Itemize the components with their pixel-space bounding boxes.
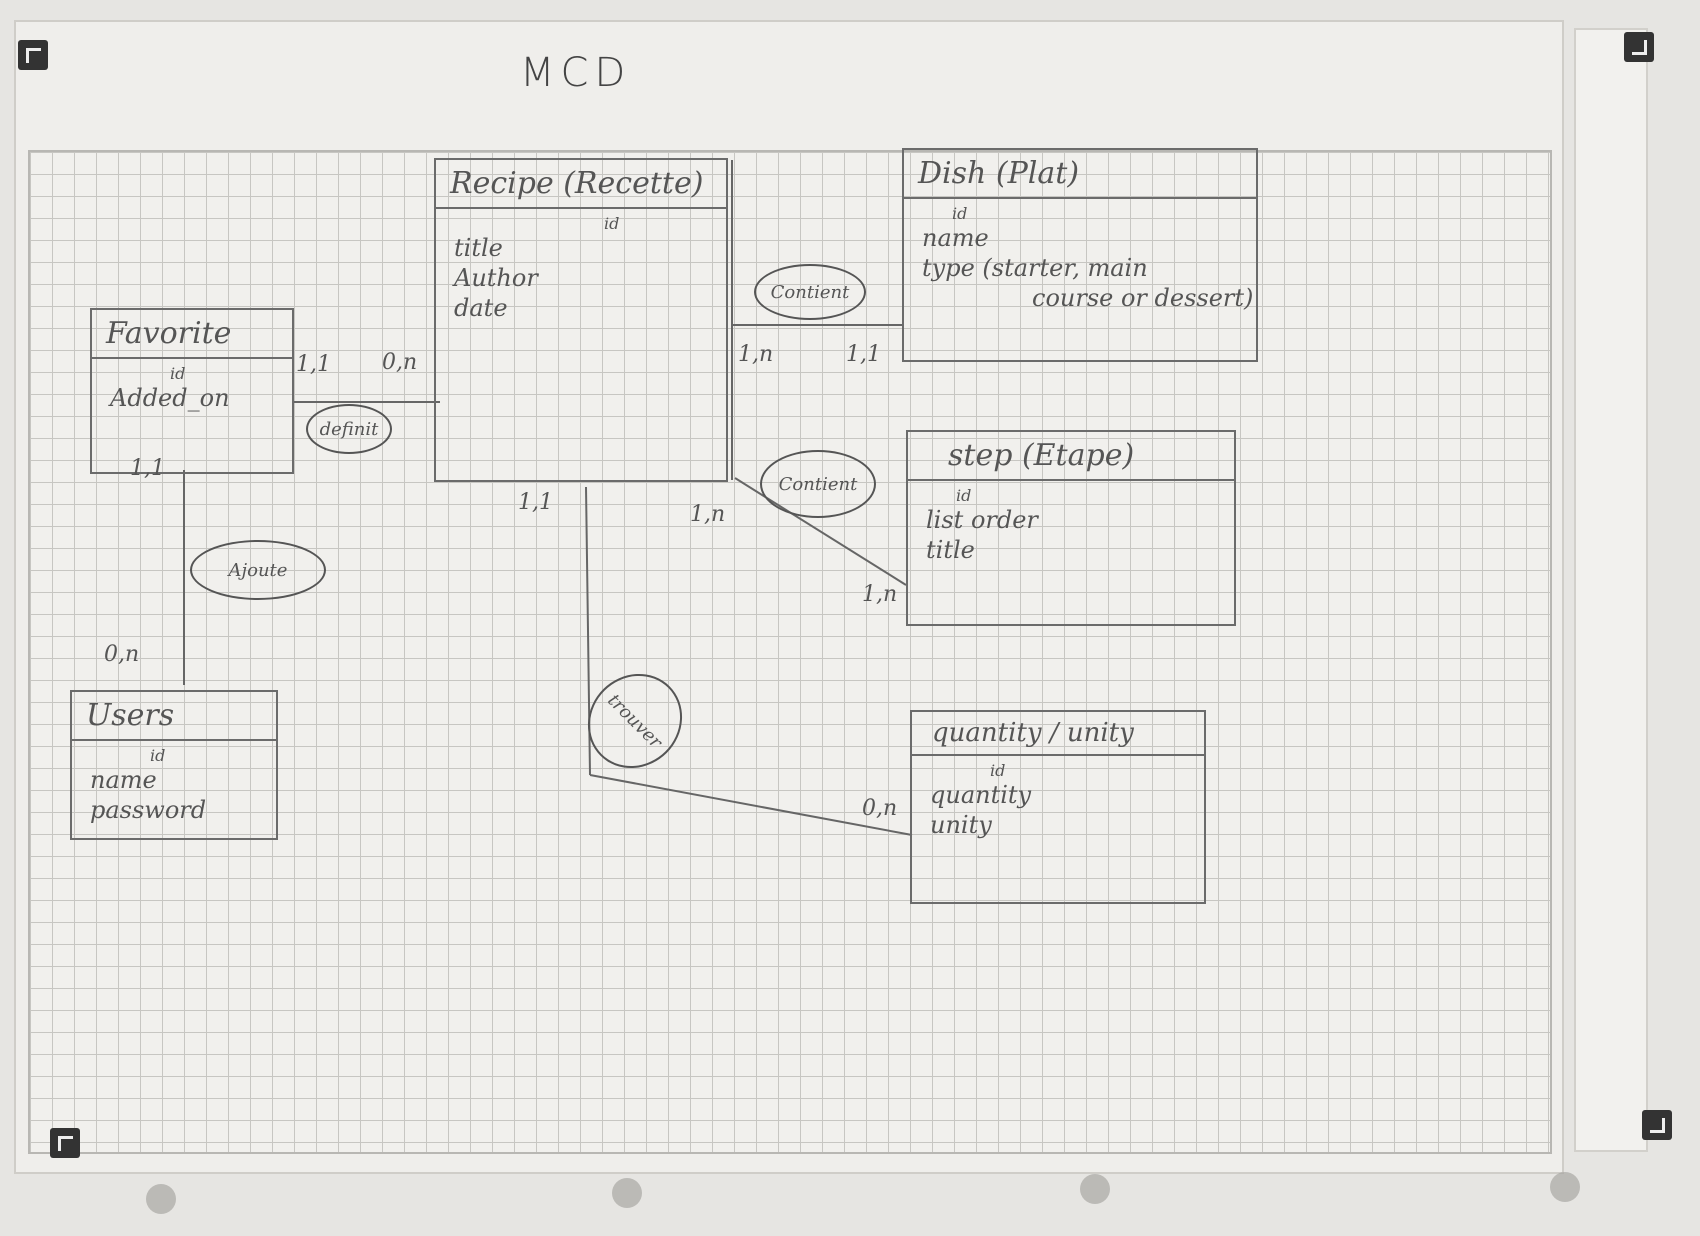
cardinality-dish-contient: 1,1 — [846, 342, 881, 367]
link-trouver-quantity — [589, 774, 913, 836]
entity-quantity-attr: unity — [930, 811, 992, 839]
punch-hole-icon — [1080, 1174, 1110, 1204]
entity-quantity-unity: quantity / unity id quantity unity — [910, 710, 1206, 904]
entity-dish-id: id — [952, 204, 968, 223]
cardinality-step-contient: 1,n — [862, 582, 898, 607]
entity-users-name: Users — [72, 692, 276, 741]
entity-recipe: Recipe (Recette) id title Author date — [434, 158, 728, 482]
paper-margin-strip — [1574, 28, 1648, 1152]
grid-area — [28, 150, 1552, 1154]
corner-marker-bottom-right-icon — [1642, 1110, 1672, 1140]
punch-hole-icon — [612, 1178, 642, 1208]
entity-users-id: id — [150, 746, 166, 765]
entity-users-attr: password — [90, 796, 207, 824]
entity-step-attr: title — [926, 536, 975, 564]
cardinality-recipe-contient-step: 1,n — [690, 502, 726, 527]
cardinality-recipe-trouver: 1,1 — [518, 490, 553, 515]
entity-dish-attr: course or dessert) — [1032, 284, 1254, 312]
corner-marker-top-right-icon — [1624, 32, 1654, 62]
cardinality-favorite-ajoute: 1,1 — [130, 456, 165, 481]
cardinality-recipe-definit: 0,n — [382, 350, 418, 375]
entity-recipe-attr: title — [454, 234, 503, 262]
entity-step: step (Etape) id list order title — [906, 430, 1236, 626]
entity-dish: Dish (Plat) id name type (starter, main … — [902, 148, 1258, 362]
entity-recipe-name: Recipe (Recette) — [436, 160, 726, 209]
association-definit: definit — [306, 404, 392, 454]
entity-dish-attr: name — [922, 224, 989, 252]
cardinality-recipe-contient-dish: 1,n — [738, 342, 774, 367]
corner-marker-top-left-icon — [18, 40, 48, 70]
punch-hole-icon — [1550, 1172, 1580, 1202]
entity-users: Users id name password — [70, 690, 278, 840]
entity-favorite-name: Favorite — [92, 310, 292, 359]
entity-users-attr: name — [90, 766, 157, 794]
entity-dish-attr: type (starter, main — [922, 254, 1148, 282]
association-contient-dish: Contient — [754, 264, 866, 320]
diagram-title: MCD — [520, 50, 632, 96]
entity-quantity-name: quantity / unity — [912, 712, 1204, 756]
entity-step-id: id — [956, 486, 972, 505]
entity-favorite-id: id — [170, 364, 186, 383]
link-recipe-trouver — [585, 486, 591, 776]
punch-hole-icon — [146, 1184, 176, 1214]
cardinality-users-ajoute: 0,n — [104, 642, 140, 667]
entity-step-name: step (Etape) — [908, 432, 1234, 481]
entity-favorite-attr: Added_on — [110, 384, 230, 412]
entity-recipe-attr: Author — [454, 264, 538, 292]
corner-marker-bottom-left-icon — [50, 1128, 80, 1158]
entity-recipe-id: id — [604, 214, 620, 233]
entity-quantity-id: id — [990, 761, 1006, 780]
entity-quantity-attr: quantity — [930, 781, 1032, 809]
cardinality-quantity-trouver: 0,n — [862, 796, 898, 821]
entity-recipe-attr: date — [454, 294, 508, 322]
association-contient-step: Contient — [760, 450, 876, 518]
entity-step-attr: list order — [926, 506, 1038, 534]
entity-favorite: Favorite id Added_on — [90, 308, 294, 474]
cardinality-favorite-definit: 1,1 — [296, 352, 331, 377]
entity-dish-name: Dish (Plat) — [904, 150, 1256, 199]
association-ajoute: Ajoute — [190, 540, 326, 600]
